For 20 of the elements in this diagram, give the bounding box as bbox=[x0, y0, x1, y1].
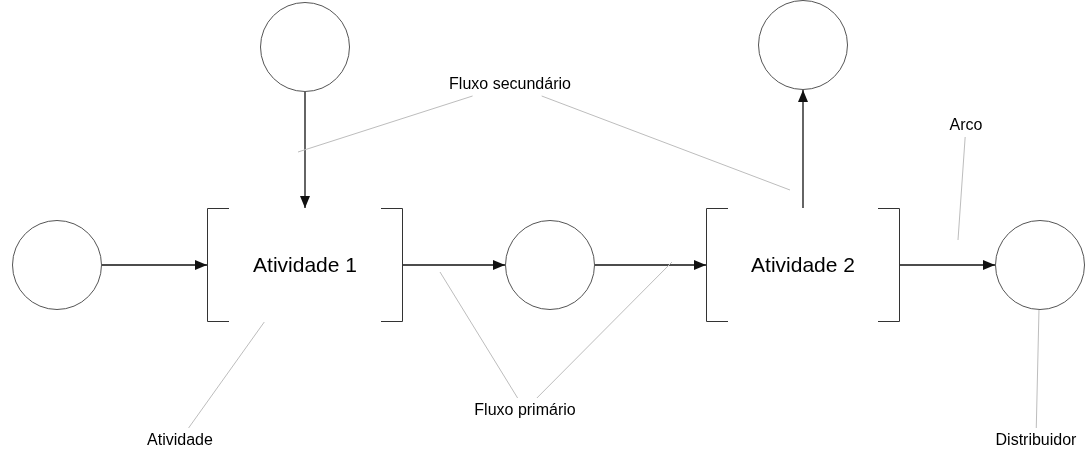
arrow bbox=[899, 260, 996, 270]
callout-label: Fluxo secundário bbox=[430, 72, 590, 96]
activity-bracket-box: Atividade 2 bbox=[706, 208, 900, 322]
leader-line bbox=[1035, 309, 1040, 429]
callout-label: Arco bbox=[944, 113, 988, 137]
callout-label: Distribuidor bbox=[988, 428, 1084, 452]
arrow bbox=[798, 89, 808, 209]
callout-label: Atividade bbox=[140, 428, 220, 452]
arrow bbox=[402, 260, 506, 270]
arrow bbox=[594, 260, 707, 270]
leader-line bbox=[439, 271, 519, 399]
arrow bbox=[101, 260, 208, 270]
leader-line bbox=[541, 95, 791, 191]
leader-line bbox=[188, 321, 265, 429]
callout-label: Fluxo primário bbox=[460, 398, 590, 422]
leader-line bbox=[957, 136, 966, 241]
leader-line bbox=[297, 95, 474, 153]
activity-bracket-box: Atividade 1 bbox=[207, 208, 403, 322]
arrow bbox=[300, 91, 310, 209]
leader-line bbox=[536, 261, 673, 399]
